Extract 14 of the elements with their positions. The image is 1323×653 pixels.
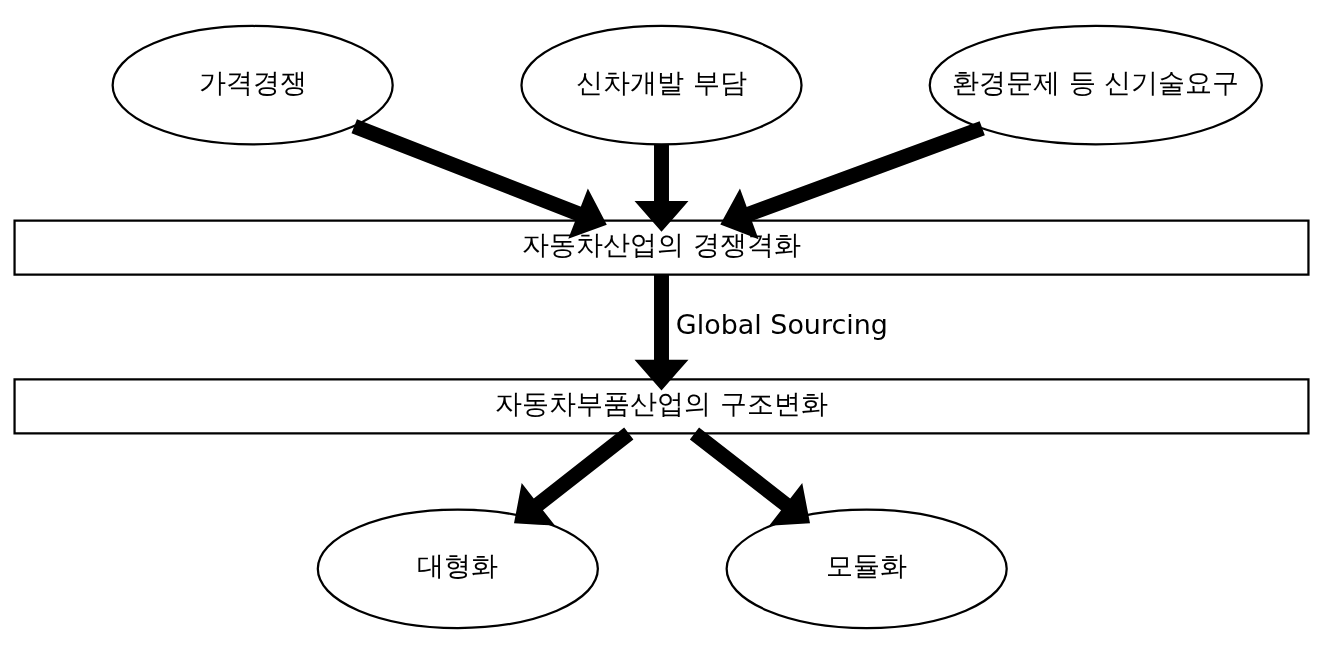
arrow — [634, 274, 689, 390]
arrow — [689, 427, 811, 526]
arrow — [514, 427, 634, 526]
edge-label: Global Sourcing — [675, 308, 888, 340]
node-ellipse: 모듈화 — [725, 508, 1008, 629]
arrow — [720, 120, 985, 239]
node-ellipse: 신차개발 부담 — [520, 24, 803, 145]
node-box: 자동차부품산업의 구조변화 — [13, 377, 1310, 434]
node-ellipse: 가격경쟁 — [111, 24, 394, 145]
node-ellipse: 환경문제 등 신기술요구 — [928, 24, 1263, 145]
node-ellipse: 대형화 — [316, 508, 599, 629]
node-box: 자동차산업의 경쟁격화 — [13, 219, 1310, 276]
arrow — [634, 144, 689, 232]
arrow — [351, 118, 607, 239]
